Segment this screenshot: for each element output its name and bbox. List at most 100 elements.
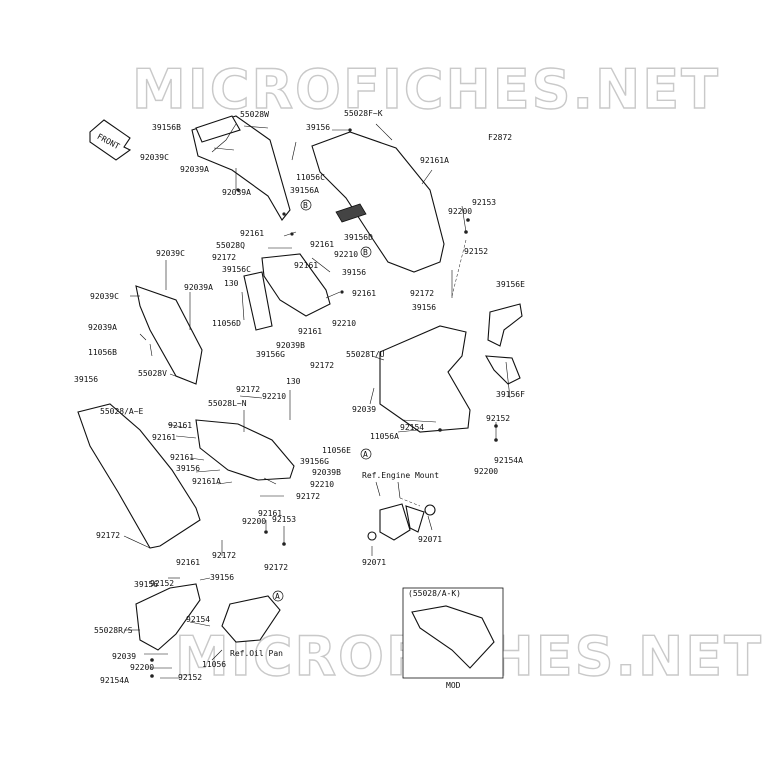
part-label: 92154 bbox=[186, 615, 210, 624]
part-label: 39156B bbox=[152, 123, 181, 132]
part-label: 39156 bbox=[306, 123, 330, 132]
part-label: 92161 bbox=[298, 327, 322, 336]
part-label: 92039 bbox=[112, 652, 136, 661]
callout-b-lower: B bbox=[360, 246, 372, 258]
cowling-inner-frame bbox=[261, 253, 331, 317]
part-label: 92210 bbox=[262, 392, 286, 401]
part-label: 92172 bbox=[310, 361, 334, 370]
cowling-pad-upper-left bbox=[195, 115, 241, 143]
part-label: 55028V bbox=[138, 369, 167, 378]
part-label: 92161A bbox=[420, 156, 449, 165]
part-label: 92172 bbox=[296, 492, 320, 501]
part-label: 11056B bbox=[88, 348, 117, 357]
part-label: 130 bbox=[224, 279, 239, 288]
part-label: 11056 bbox=[202, 660, 226, 669]
part-label: 92172 bbox=[264, 563, 288, 572]
part-label: 92152 bbox=[486, 414, 510, 423]
part-label: 92039A bbox=[88, 323, 117, 332]
part-label: 92154A bbox=[100, 676, 129, 685]
cowling-lower-right bbox=[379, 325, 471, 433]
part-label: 92161A bbox=[192, 477, 221, 486]
ref-oil-pan: Ref.Oil Pan bbox=[230, 649, 283, 658]
part-label: 92039C bbox=[90, 292, 119, 301]
part-label: 92161 bbox=[310, 240, 334, 249]
fasteners bbox=[150, 128, 498, 678]
part-label: 39156A bbox=[290, 186, 319, 195]
part-label: 92039B bbox=[276, 341, 305, 350]
part-label: 39156 bbox=[412, 303, 436, 312]
part-label: 39156E bbox=[496, 280, 525, 289]
bracket-39156 bbox=[243, 271, 273, 331]
part-label: 11056C bbox=[296, 173, 325, 182]
part-label: 92154A bbox=[494, 456, 523, 465]
part-label: 92161 bbox=[294, 261, 318, 270]
part-label: 39156G bbox=[300, 457, 329, 466]
svg-text:B: B bbox=[303, 201, 308, 210]
part-label: 55028Q bbox=[216, 241, 245, 250]
cowling-upper-right-fin bbox=[335, 203, 367, 223]
callout-a-lower: A bbox=[272, 590, 284, 602]
part-label: 92152 bbox=[150, 579, 174, 588]
part-label: 92200 bbox=[130, 663, 154, 672]
under-cowl bbox=[135, 583, 201, 651]
cowling-inner-upper-left bbox=[191, 115, 291, 221]
part-label: 92039 bbox=[352, 405, 376, 414]
svg-text:B: B bbox=[363, 248, 368, 257]
part-number-labels: 55028W39156B92039C92039A92039A11056C3915… bbox=[74, 109, 525, 685]
part-label: 39156G bbox=[256, 350, 285, 359]
inset-title: (55028/A-K) bbox=[408, 589, 461, 598]
oil-pan-reference bbox=[221, 595, 281, 643]
svg-text:A: A bbox=[275, 592, 280, 601]
part-label: 92172 bbox=[410, 289, 434, 298]
part-label: 39156 bbox=[74, 375, 98, 384]
cowling-lower-left bbox=[77, 403, 201, 549]
part-label: 92039A bbox=[180, 165, 209, 174]
hose-39156e bbox=[487, 303, 523, 347]
part-label: 92161 bbox=[240, 229, 264, 238]
part-label: 92161 bbox=[170, 453, 194, 462]
front-arrow-icon: FRONT bbox=[89, 119, 132, 161]
hose-39156f bbox=[485, 355, 521, 385]
callout-a-upper: A bbox=[360, 448, 372, 460]
part-label: 55028L~N bbox=[208, 399, 247, 408]
part-label: 92153 bbox=[272, 515, 296, 524]
part-label: 11056A bbox=[370, 432, 399, 441]
watermark-top: MICROFICHES.NET bbox=[132, 58, 720, 121]
part-label: 92152 bbox=[178, 673, 202, 682]
engine-mount bbox=[367, 503, 436, 541]
part-label: 92152 bbox=[464, 247, 488, 256]
svg-text:A: A bbox=[363, 450, 368, 459]
part-label: 92161 bbox=[168, 421, 192, 430]
part-label: 39156 bbox=[342, 268, 366, 277]
part-label: 39156D bbox=[344, 233, 373, 242]
inset-caption: MOD bbox=[446, 681, 461, 690]
part-label: 39156 bbox=[134, 580, 158, 589]
part-label: 92200 bbox=[474, 467, 498, 476]
part-label: 92200 bbox=[242, 517, 266, 526]
part-label: 92200 bbox=[448, 207, 472, 216]
part-label: 92161 bbox=[176, 558, 200, 567]
part-label: 92210 bbox=[334, 250, 358, 259]
part-label: 92172 bbox=[236, 385, 260, 394]
part-label: 92153 bbox=[472, 198, 496, 207]
part-label: 39156 bbox=[176, 464, 200, 473]
part-label: 92172 bbox=[212, 253, 236, 262]
callout-b-upper: B bbox=[300, 199, 312, 211]
part-label: 92172 bbox=[212, 551, 236, 560]
part-label: 92154 bbox=[400, 423, 424, 432]
part-label: 92161 bbox=[258, 509, 282, 518]
part-label: 92161 bbox=[152, 433, 176, 442]
part-label: 92071 bbox=[418, 535, 442, 544]
part-label: 92039C bbox=[156, 249, 185, 258]
part-label: 92210 bbox=[332, 319, 356, 328]
part-label: 92039B bbox=[312, 468, 341, 477]
part-label: 92172 bbox=[96, 531, 120, 540]
part-label: 55028R/S bbox=[94, 626, 133, 635]
part-label: 55028W bbox=[240, 110, 269, 119]
ref-engine-mount: Ref.Engine Mount bbox=[362, 471, 439, 480]
part-label: 92071 bbox=[362, 558, 386, 567]
part-label: 92161 bbox=[352, 289, 376, 298]
cowling-inner-lower bbox=[195, 419, 295, 481]
inset-cowling bbox=[411, 605, 495, 669]
